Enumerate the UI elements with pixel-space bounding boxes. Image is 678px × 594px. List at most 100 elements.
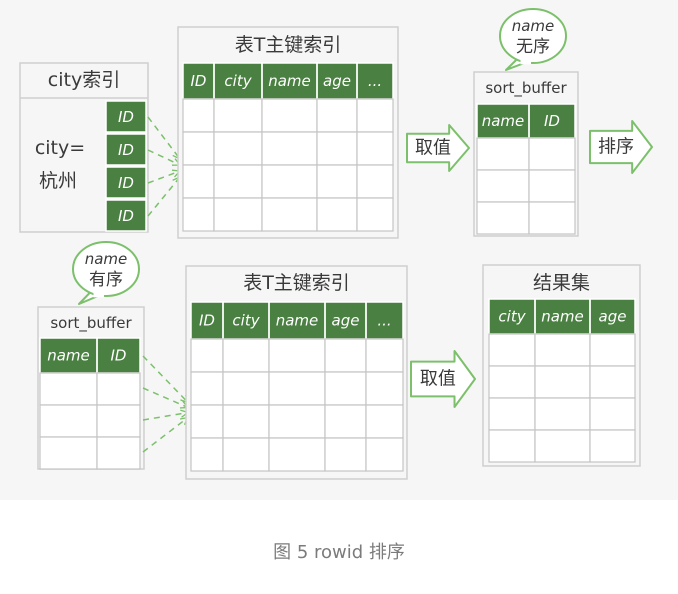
top-sort-buffer-cell <box>476 201 530 235</box>
result-set-header-label: city <box>498 308 526 326</box>
bottom-primary-index-cell <box>222 437 270 472</box>
bottom-primary-index-header-label: city <box>232 312 260 330</box>
bottom-sort-buffer-header-bg <box>40 338 140 373</box>
bottom-sort-buffer-header-label: ID <box>111 347 127 365</box>
result-set-header-label: age <box>599 308 627 326</box>
top-primary-index-cell <box>356 197 394 232</box>
bottom-primary-index-cell <box>324 371 367 406</box>
top-sort-buffer-cell <box>476 137 530 171</box>
bottom-primary-index-cell <box>365 404 404 439</box>
bottom-primary-index-cell <box>324 437 367 472</box>
result-set-cell <box>488 429 536 463</box>
bottom-sort-buffer-cell <box>96 372 141 406</box>
dashed-connector <box>142 413 188 421</box>
bottom-primary-index-cell <box>222 338 270 373</box>
top-fetch-arrow-shape <box>406 124 470 172</box>
dashed-connector <box>147 177 180 217</box>
top-primary-index-cell <box>213 164 263 199</box>
top-primary-index-cell <box>356 164 394 199</box>
top-primary-index-cell <box>316 197 358 232</box>
bottom-primary-index-cell <box>222 371 270 406</box>
city-key-value: 杭州 <box>39 170 77 192</box>
bottom-primary-index-cell <box>190 404 224 439</box>
bottom-name-bubble-tail-mask <box>93 283 105 298</box>
top-primary-index-cell <box>182 197 215 232</box>
bottom-primary-index-cell <box>324 338 367 373</box>
bottom-fetch-arrow-shape <box>410 350 476 408</box>
bottom-primary-index-header-bg <box>191 302 403 339</box>
city-index-id-cell <box>105 133 147 166</box>
bottom-sort-buffer-cell <box>96 404 141 438</box>
city-index-title: city索引 <box>48 69 120 91</box>
top-primary-index-header-bg <box>183 63 393 99</box>
top-primary-index-header-label: ID <box>191 72 207 90</box>
bottom-primary-index-cell <box>190 437 224 472</box>
top-sort-buffer-cell <box>528 169 576 203</box>
result-set-cell <box>589 365 636 399</box>
dashed-connector <box>147 171 180 184</box>
result-set-cell <box>589 333 636 367</box>
bottom-primary-index-cell <box>268 437 326 472</box>
bottom-primary-index-cell <box>324 404 367 439</box>
figure-caption: 图 5 rowid 排序 <box>273 542 405 563</box>
top-sort-buffer-cell <box>476 169 530 203</box>
bottom-sort-buffer-cell <box>39 404 98 438</box>
top-primary-index-title: 表T主键索引 <box>235 34 342 56</box>
dashed-connector <box>142 418 188 453</box>
bottom-name-bubble-line1: name <box>85 250 128 268</box>
result-set-header-bg <box>489 299 635 334</box>
top-name-bubble-ellipse <box>499 8 567 64</box>
top-sort-buffer-cell <box>528 201 576 235</box>
top-name-bubble-line2: 无序 <box>516 37 550 57</box>
bottom-sort-buffer-cell <box>96 436 141 470</box>
top-primary-index-cell <box>261 197 318 232</box>
top-fetch-arrow: 取值 <box>406 124 470 172</box>
top-primary-index-cell <box>261 98 318 133</box>
bottom-primary-index-header-label: age <box>332 312 360 330</box>
top-primary-index-header-label: name <box>268 72 311 90</box>
top-sort-arrow-shape <box>589 120 653 174</box>
city-key-label: city= <box>35 137 85 159</box>
top-primary-index-cell <box>182 131 215 166</box>
city-index-id-cell <box>105 100 147 133</box>
dashed-connector <box>142 387 188 408</box>
top-primary-index-header-label: age <box>323 72 351 90</box>
top-sort-buffer-header-label: ID <box>544 112 560 130</box>
bottom-primary-index-header-label: ID <box>199 312 215 330</box>
dashed-connector <box>147 116 180 159</box>
bottom-name-bubble-line2: 有序 <box>89 270 123 290</box>
bottom-primary-index-cell <box>365 437 404 472</box>
top-sort-buffer-header-bg <box>477 104 575 138</box>
top-primary-index-cell <box>213 131 263 166</box>
bottom-primary-index-cell <box>222 404 270 439</box>
result-set-cell <box>534 429 591 463</box>
bottom-primary-index-cell <box>268 404 326 439</box>
top-primary-index-cell <box>316 131 358 166</box>
top-primary-index-cell <box>182 164 215 199</box>
top-primary-index-cell <box>356 131 394 166</box>
top-fetch-arrow-label: 取值 <box>415 138 451 159</box>
city-index-id-label: ID <box>118 108 134 126</box>
bottom-name-bubble: name 有序 <box>72 241 140 305</box>
top-primary-index-cell <box>261 131 318 166</box>
top-primary-index-header-label: city <box>224 72 252 90</box>
result-set-cell <box>534 365 591 399</box>
bottom-sort-buffer-header-label: name <box>47 347 90 365</box>
result-set-cell <box>534 333 591 367</box>
top-primary-index-cell <box>356 98 394 133</box>
result-set-cell <box>534 397 591 431</box>
result-set-cell <box>488 397 536 431</box>
top-sort-arrow-label: 排序 <box>598 137 634 158</box>
top-sort-buffer-title: sort_buffer <box>485 79 567 98</box>
top-primary-index-cell <box>316 98 358 133</box>
city-index-id-cell <box>105 166 147 199</box>
bottom-primary-index-cell <box>268 371 326 406</box>
top-primary-index-cell <box>213 197 263 232</box>
city-index-id-label: ID <box>118 141 134 159</box>
top-primary-index-cell <box>182 98 215 133</box>
